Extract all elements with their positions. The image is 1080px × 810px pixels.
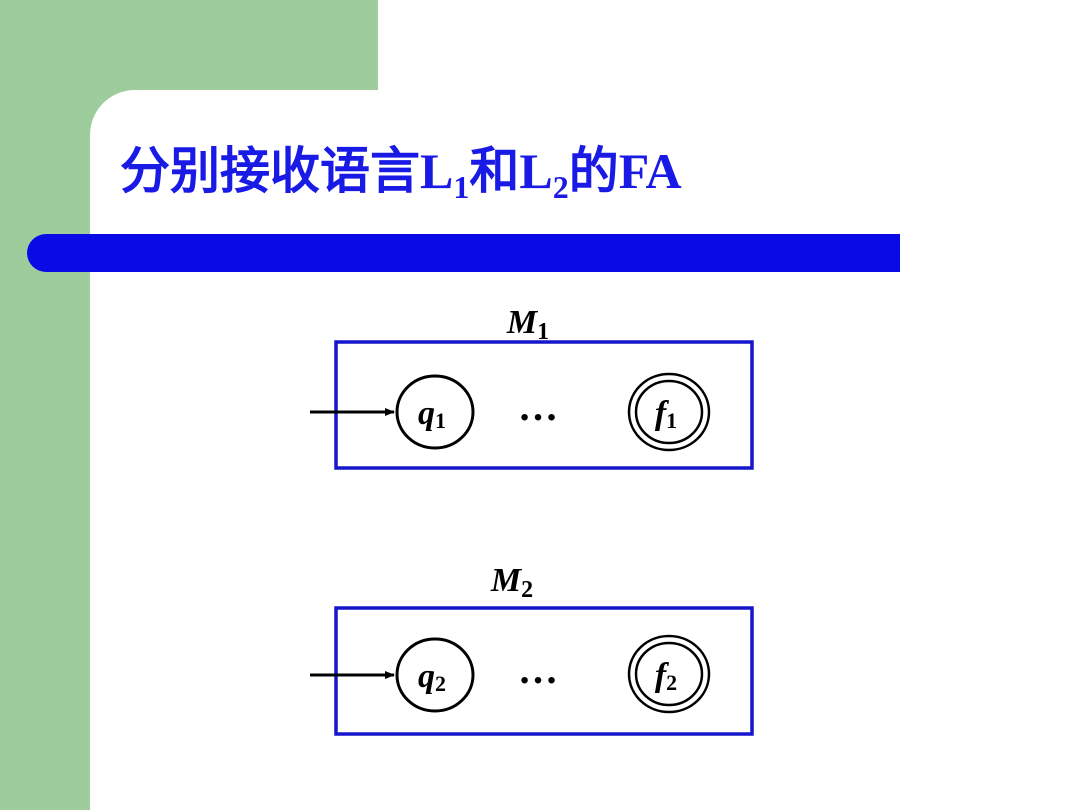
machine-m2-start-state-label: q2 (418, 658, 446, 696)
machine-m1-final-state-label: f1 (655, 395, 677, 433)
machine-m2: M2 q2 … f2 (310, 562, 754, 736)
machine-m1-label: M1 (506, 304, 549, 345)
machine-m1-ellipsis: … (518, 384, 558, 429)
machine-m2-box (334, 606, 754, 736)
machine-m2-final-state-label: f2 (655, 657, 677, 695)
machine-m2-ellipsis: … (518, 647, 558, 692)
machine-m2-final-state-inner (634, 641, 704, 707)
slide-title: 分别接收语言L1和L2的FA (120, 136, 682, 222)
machine-m1: M1 q1 … f1 (310, 304, 754, 470)
machine-m1-final-state-outer (627, 372, 711, 452)
title-underline-bar (27, 234, 900, 272)
machine-m2-final-state-outer (627, 634, 711, 714)
title-subscript-2: 2 (552, 169, 569, 205)
machine-m2-label: M2 (490, 562, 533, 603)
machine-m1-start-state (395, 374, 475, 450)
title-text-2: 和L (469, 143, 553, 199)
title-text-3: 的FA (568, 143, 682, 199)
machine-m1-final-state-inner (634, 379, 704, 445)
machine-m1-box (334, 340, 754, 470)
machine-m2-start-state (395, 637, 475, 713)
title-text-1: 分别接收语言L (120, 143, 454, 199)
machine-m1-start-state-label: q1 (418, 395, 446, 433)
title-subscript-1: 1 (453, 169, 470, 205)
content-panel (90, 90, 1080, 810)
